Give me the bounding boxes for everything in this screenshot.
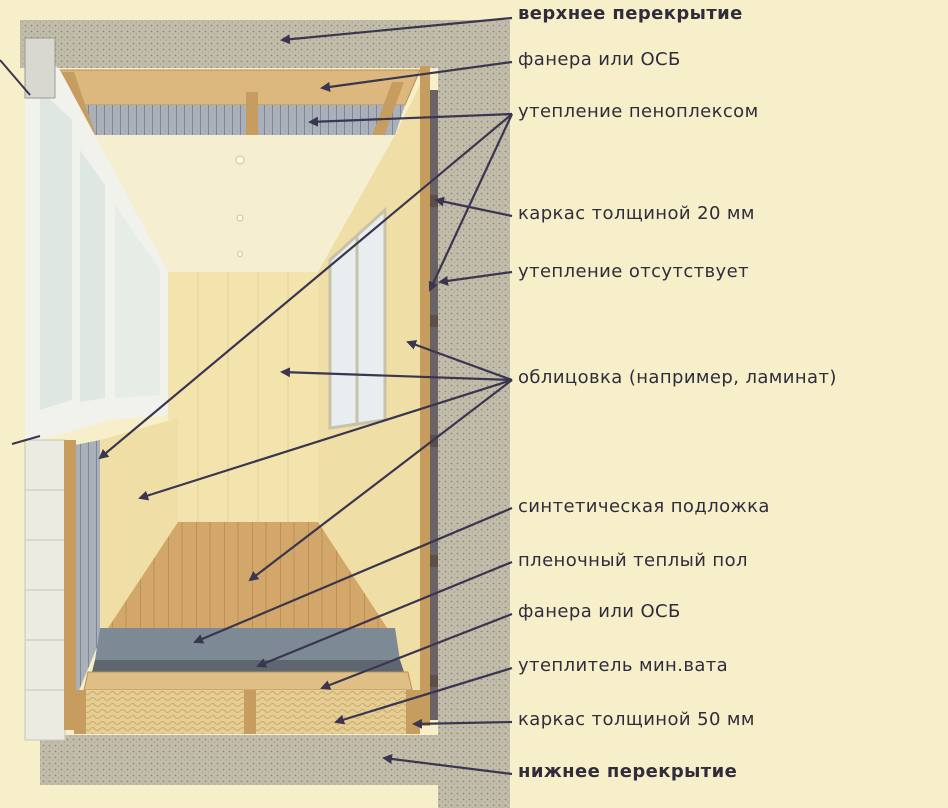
label-no-insulation: утепление отсутствует [518, 261, 749, 282]
floor-plywood [83, 671, 413, 691]
arrow-no-insulation [438, 270, 513, 286]
ceiling-joist [372, 82, 404, 136]
left-window-glass [40, 90, 72, 410]
ceiling-foam [80, 105, 405, 135]
arrow-ceiling-insulation-2 [98, 113, 513, 460]
left-window-glass [80, 150, 105, 402]
label-ceiling-insulation: утепление пеноплексом [518, 101, 759, 122]
ceiling-joist [246, 92, 258, 136]
left-frame-batten [64, 440, 76, 730]
arrow-floor-plywood [320, 612, 513, 690]
arrow-mineral-wool [334, 666, 513, 725]
arrow-frame-20 [434, 196, 513, 218]
top-slab [20, 20, 460, 68]
arrow-cladding-4 [248, 379, 513, 582]
label-ceiling-plywood: фанера или ОСБ [518, 49, 681, 70]
arrow-cladding-3 [138, 378, 513, 501]
label-synthetic-underlay: синтетическая подложка [518, 496, 770, 517]
arrow-ceiling-plywood [320, 60, 513, 92]
ceiling-joist [62, 72, 96, 136]
ceiling-panel [92, 135, 395, 272]
back-wall [168, 272, 318, 522]
arrow-ceiling-insulation-1 [308, 112, 513, 127]
floor-laminate [100, 522, 395, 640]
label-mineral-wool: утеплитель мин.вата [518, 655, 729, 676]
label-bottom-slab: нижнее перекрытие [518, 761, 738, 782]
ceiling-plywood [59, 69, 421, 106]
left-window-glass [115, 205, 160, 398]
label-cladding: облицовка (например, ламинат) [518, 367, 837, 388]
left-wall-cladding [100, 418, 178, 640]
arrow-synthetic-underlay [193, 506, 513, 644]
label-film-floor-heating: пленочный теплый пол [518, 550, 748, 571]
arrow-cladding-2 [406, 340, 513, 382]
floor-underlay [95, 628, 400, 660]
arrow-frame-50 [412, 718, 513, 729]
arrow-top-slab [280, 16, 513, 45]
label-top-slab: верхнее перекрытие [518, 3, 743, 24]
label-frame-50: каркас толщиной 50 мм [518, 709, 755, 730]
arrow-ceiling-insulation-3 [428, 113, 513, 292]
arrow-bottom-slab [382, 754, 513, 776]
arrow-film-floor-heating [256, 560, 513, 668]
floor-film-heating [92, 660, 404, 672]
left-wall-foam [75, 440, 100, 700]
arrow-cladding-1 [280, 367, 513, 382]
label-frame-20: каркас толщиной 20 мм [518, 203, 755, 224]
label-floor-plywood: фанера или ОСБ [518, 601, 681, 622]
outer-wall [438, 20, 510, 808]
